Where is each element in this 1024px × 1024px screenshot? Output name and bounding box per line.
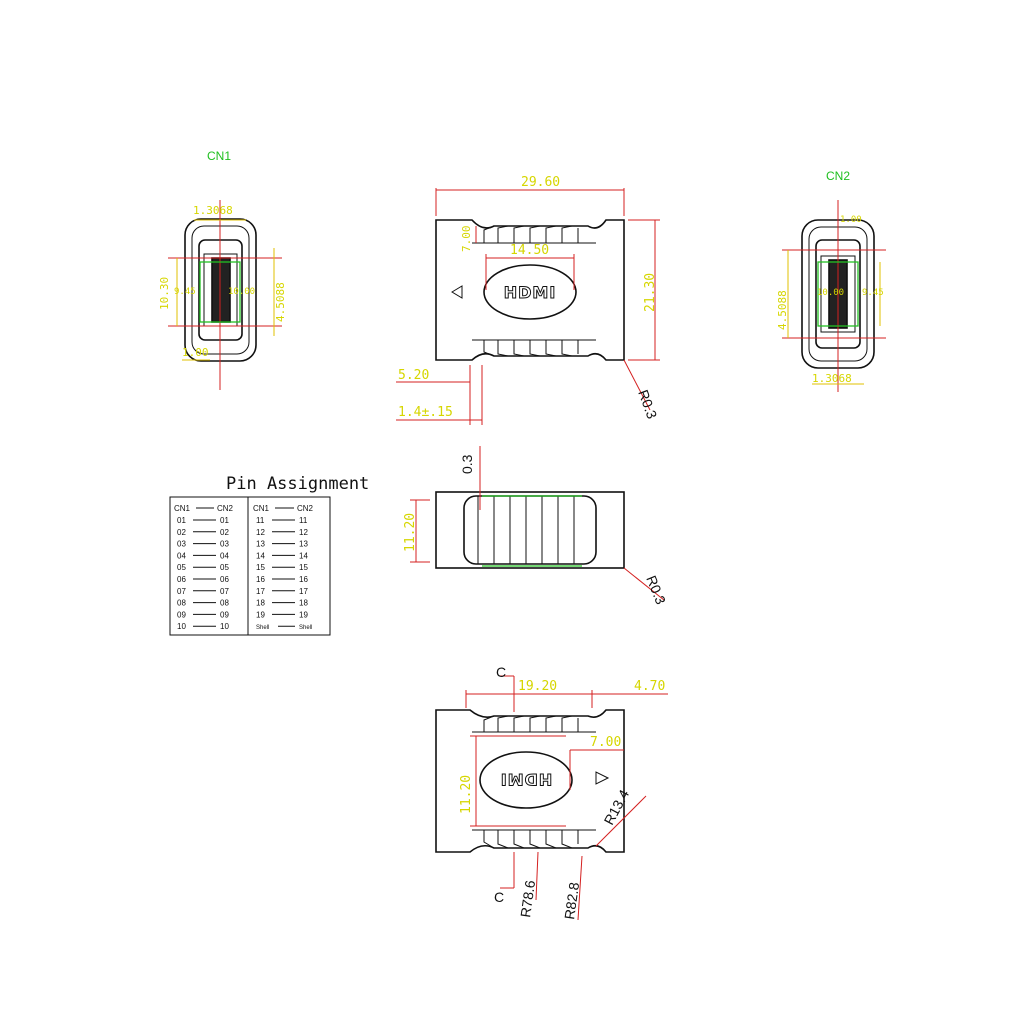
cn1-dim-inner: 10.00 bbox=[228, 287, 255, 297]
pin-cn2-value: 12 bbox=[299, 528, 308, 537]
pin-cn2-value: 07 bbox=[220, 587, 229, 596]
pin-cn2-value: 05 bbox=[220, 563, 229, 572]
cn2-dim-inner: 10.00 bbox=[817, 288, 844, 298]
pin-cn2-value: 03 bbox=[220, 540, 229, 549]
pin-head-right-cn1: CN1 bbox=[253, 504, 270, 513]
top-dim-gap: 7.00 bbox=[460, 226, 473, 253]
pin-cn1-value: 16 bbox=[256, 575, 265, 584]
cn2-dim-left: 4.5088 bbox=[776, 290, 789, 330]
side-dim-radius: R0.3 bbox=[643, 573, 669, 607]
bottom-dim-width: 19.20 bbox=[518, 679, 557, 694]
top-hdmi-logo: HDMI bbox=[504, 283, 557, 302]
top-dim-left-offset: 5.20 bbox=[398, 368, 429, 383]
cn2-end-view: CN2 1.00 4.5088 10.00 9.45 1.3068 bbox=[776, 169, 886, 392]
pin-cn2-value: Shell bbox=[299, 625, 312, 631]
cn1-dim-left: 10.30 bbox=[158, 277, 171, 310]
pin-cn1-value: 02 bbox=[177, 528, 186, 537]
pin-cn1-value: 01 bbox=[177, 516, 186, 525]
top-dim-inner: 14.50 bbox=[510, 243, 549, 258]
pin-cn1-value: 08 bbox=[177, 599, 186, 608]
pin-cn1-value: 07 bbox=[177, 587, 186, 596]
bottom-section-c-top: C bbox=[496, 664, 506, 680]
cn1-dim-right: 4.5088 bbox=[274, 282, 287, 322]
top-view: HDMI 29.60 21.30 14.50 7.00 5.20 1.4±.15… bbox=[396, 175, 660, 425]
pin-cn1-value: 18 bbox=[256, 599, 265, 608]
bottom-view: HDMI C C 19.20 4.70 7.00 11.20 R13.4 R78… bbox=[435, 664, 668, 920]
top-dim-height: 21.30 bbox=[643, 273, 658, 312]
bottom-dim-width2: 4.70 bbox=[634, 679, 665, 694]
pin-cn1-value: 13 bbox=[256, 540, 265, 549]
bottom-dim-height: 11.20 bbox=[459, 775, 474, 814]
pin-table-title: Pin Assignment bbox=[226, 474, 369, 494]
bottom-direction-arrow bbox=[595, 771, 610, 785]
pin-cn1-value: 19 bbox=[256, 610, 265, 619]
pin-cn2-value: 19 bbox=[299, 610, 308, 619]
cn1-label: CN1 bbox=[207, 149, 231, 163]
pin-cn2-value: 13 bbox=[299, 540, 308, 549]
pin-cn2-value: 09 bbox=[220, 610, 229, 619]
top-dim-width: 29.60 bbox=[521, 175, 560, 190]
pin-cn1-value: 03 bbox=[177, 540, 186, 549]
top-dim-radius: R0.3 bbox=[635, 388, 660, 421]
pin-cn1-value: 15 bbox=[256, 563, 265, 572]
pin-cn2-value: 16 bbox=[299, 575, 308, 584]
pin-cn1-value: 10 bbox=[177, 622, 186, 631]
bottom-dim-r2: R78.6 bbox=[517, 879, 538, 918]
pin-cn2-value: 01 bbox=[220, 516, 229, 525]
pin-cn2-value: 15 bbox=[299, 563, 308, 572]
pin-cn2-value: 10 bbox=[220, 622, 229, 631]
cn2-dim-right: 9.45 bbox=[862, 288, 884, 298]
side-dim-gap: 0.3 bbox=[459, 454, 475, 474]
cn2-label: CN2 bbox=[826, 169, 850, 183]
pin-cn1-value: 17 bbox=[256, 587, 265, 596]
pin-cn1-value: 11 bbox=[256, 516, 265, 525]
cn2-dim-top: 1.00 bbox=[840, 215, 862, 225]
pin-cn2-value: 14 bbox=[299, 551, 308, 560]
pin-cn1-value: Shell bbox=[256, 625, 269, 631]
cn1-dim-left2: 9.45 bbox=[174, 287, 196, 297]
pin-cn2-value: 06 bbox=[220, 575, 229, 584]
pin-head-left-cn1: CN1 bbox=[174, 504, 191, 513]
pin-rows: 01 01 02 02 03 03 04 04 05 05 06 06 07 07 08 08 09 09 10 10… bbox=[177, 516, 312, 631]
pin-head-right-cn2: CN2 bbox=[297, 504, 314, 513]
side-view: 0.3 11.20 R0.3 bbox=[403, 446, 669, 607]
pin-head-left-cn2: CN2 bbox=[217, 504, 234, 513]
pin-cn1-value: 12 bbox=[256, 528, 265, 537]
pin-cn2-value: 18 bbox=[299, 599, 308, 608]
pin-cn1-value: 05 bbox=[177, 563, 186, 572]
cn1-end-view: CN1 1.3068 10.30 9.45 10.00 4.5088 1.00 bbox=[158, 149, 287, 390]
pin-cn2-value: 17 bbox=[299, 587, 308, 596]
pin-cn2-value: 04 bbox=[220, 551, 229, 560]
cn1-dim-top: 1.3068 bbox=[193, 204, 233, 217]
bottom-section-c-bottom: C bbox=[494, 889, 504, 905]
pin-cn2-value: 02 bbox=[220, 528, 229, 537]
pin-cn1-value: 09 bbox=[177, 610, 186, 619]
top-direction-arrow bbox=[451, 285, 463, 299]
bottom-dim-r3: R82.8 bbox=[561, 881, 582, 920]
cn2-dim-bottom: 1.3068 bbox=[812, 372, 852, 385]
pin-cn1-value: 06 bbox=[177, 575, 186, 584]
bottom-dim-offset: 7.00 bbox=[590, 735, 621, 750]
side-dim-height: 11.20 bbox=[403, 513, 418, 552]
pin-cn2-value: 08 bbox=[220, 599, 229, 608]
bottom-dim-r1: R13.4 bbox=[601, 787, 633, 828]
pin-cn1-value: 04 bbox=[177, 551, 186, 560]
top-dim-left-offset2: 1.4±.15 bbox=[398, 405, 453, 420]
cn1-dim-bottom: 1.00 bbox=[182, 346, 209, 359]
pin-cn2-value: 11 bbox=[299, 516, 308, 525]
bottom-hdmi-logo: HDMI bbox=[500, 770, 553, 789]
pin-cn1-value: 14 bbox=[256, 551, 265, 560]
